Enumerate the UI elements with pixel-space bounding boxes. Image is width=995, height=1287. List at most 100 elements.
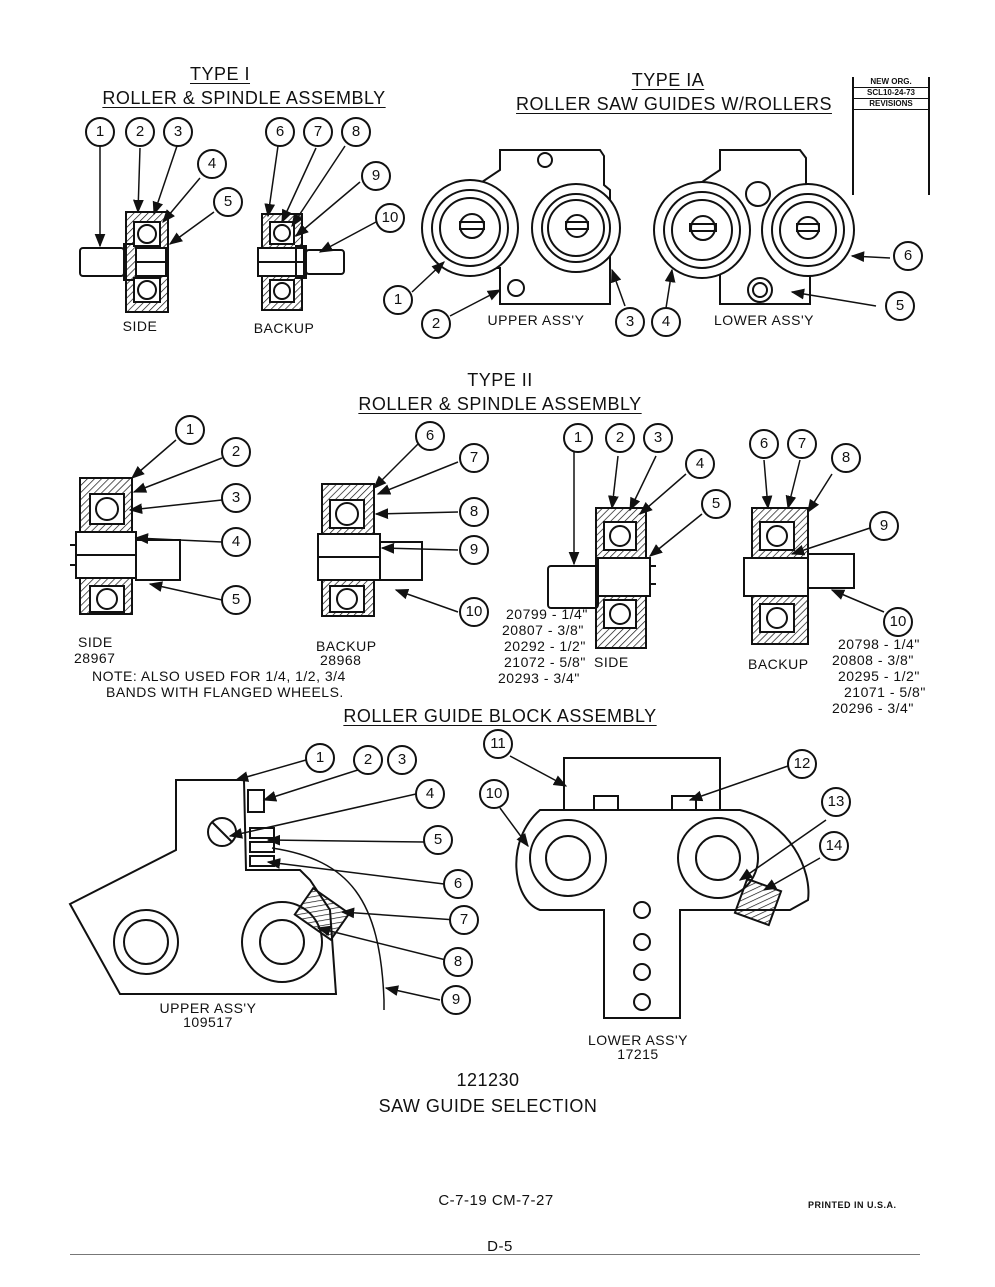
type2-backup-part: 28968 (320, 652, 362, 668)
callout-8: 8 (341, 117, 371, 147)
type1a-title: ROLLER SAW GUIDES W/ROLLERS (516, 94, 832, 114)
callout-9: 9 (441, 985, 471, 1015)
type2-side-parts-list: 20799 - 1/4" 20807 - 3/8" 20292 - 1/2" 2… (498, 606, 587, 686)
type2-backup-parts-list: 20798 - 1/4" 20808 - 3/8" 20295 - 1/2" 2… (832, 636, 925, 716)
type2-side-label: SIDE (78, 634, 113, 650)
type1a-lower-label: LOWER ASS'Y (714, 312, 814, 328)
callout-4: 4 (651, 307, 681, 337)
type1-side-label: SIDE (122, 318, 158, 334)
callout-5: 5 (885, 291, 915, 321)
type2-note-line1: NOTE: ALSO USED FOR 1/4, 1/2, 3/4 (92, 668, 346, 684)
callout-4: 4 (221, 527, 251, 557)
callout-5: 5 (701, 489, 731, 519)
callout-3: 3 (643, 423, 673, 453)
type1a-upper-assembly (421, 149, 621, 305)
callout-3: 3 (615, 307, 645, 337)
callout-10: 10 (883, 607, 913, 637)
type1a-upper-label: UPPER ASS'Y (487, 312, 585, 328)
type1-backup-assembly (257, 213, 345, 311)
type1-heading: TYPE I (189, 64, 251, 84)
callout-10: 10 (479, 779, 509, 809)
callout-7: 7 (303, 117, 333, 147)
callout-4: 4 (197, 149, 227, 179)
side-part-item: 20292 - 1/2" (504, 638, 586, 654)
revision-block: NEW ORG. SCL10-24-73 REVISIONS (852, 77, 930, 195)
backup-part-item: 20798 - 1/4" (838, 636, 920, 652)
footer-rule (70, 1254, 920, 1255)
callout-6: 6 (749, 429, 779, 459)
callout-8: 8 (831, 443, 861, 473)
block-lower-part: 17215 (617, 1046, 659, 1062)
drawing-number: 121230 (456, 1070, 520, 1090)
type2-side-assembly (70, 477, 181, 615)
revision-line-2: SCL10-24-73 (854, 88, 928, 99)
block-lower-assembly (515, 757, 810, 1019)
callout-6: 6 (893, 241, 923, 271)
drawing-title: SAW GUIDE SELECTION (378, 1096, 598, 1116)
side-part-item: 20799 - 1/4" (506, 606, 588, 622)
type2-title: ROLLER & SPINDLE ASSEMBLY (358, 394, 642, 414)
callout-2: 2 (353, 745, 383, 775)
backup-part-item: 20295 - 1/2" (838, 668, 920, 684)
revision-line-3: REVISIONS (854, 99, 928, 110)
callout-4: 4 (415, 779, 445, 809)
callout-7: 7 (787, 429, 817, 459)
block-upper-part: 109517 (183, 1014, 233, 1030)
callout-6: 6 (265, 117, 295, 147)
type2-small-backup (743, 507, 855, 645)
callout-2: 2 (221, 437, 251, 467)
printed-in-usa: PRINTED IN U.S.A. (808, 1200, 897, 1210)
callout-12: 12 (787, 749, 817, 779)
callout-3: 3 (387, 745, 417, 775)
callout-8: 8 (459, 497, 489, 527)
callout-2: 2 (125, 117, 155, 147)
type1a-heading: TYPE IA (631, 70, 705, 90)
callout-5: 5 (423, 825, 453, 855)
type2-small-side-label: SIDE (594, 654, 629, 670)
callout-2: 2 (605, 423, 635, 453)
callout-8: 8 (443, 947, 473, 977)
callout-6: 6 (415, 421, 445, 451)
callout-7: 7 (449, 905, 479, 935)
callout-1: 1 (175, 415, 205, 445)
side-part-item: 20293 - 3/4" (498, 670, 580, 686)
backup-part-item: 20296 - 3/4" (832, 700, 914, 716)
type1-title: ROLLER & SPINDLE ASSEMBLY (102, 88, 386, 108)
type1a-lower-assembly (653, 149, 855, 305)
callout-3: 3 (163, 117, 193, 147)
callout-3: 3 (221, 483, 251, 513)
callout-5: 5 (213, 187, 243, 217)
type2-heading: TYPE II (467, 370, 533, 390)
callout-7: 7 (459, 443, 489, 473)
callout-9: 9 (361, 161, 391, 191)
block-upper-assembly (68, 779, 385, 1010)
page-number: D-5 (487, 1238, 513, 1255)
type1-backup-label: BACKUP (253, 320, 315, 336)
callout-1: 1 (305, 743, 335, 773)
callout-2: 2 (421, 309, 451, 339)
type1-side-assembly (79, 211, 169, 313)
callout-11: 11 (483, 729, 513, 759)
callout-9: 9 (459, 535, 489, 565)
type2-backup-label: BACKUP (316, 638, 377, 654)
type2-side-part: 28967 (74, 650, 116, 666)
type2-small-side (547, 507, 656, 649)
type2-small-backup-label: BACKUP (748, 656, 809, 672)
callout-4: 4 (685, 449, 715, 479)
side-part-item: 20807 - 3/8" (502, 622, 584, 638)
callout-1: 1 (85, 117, 115, 147)
callout-1: 1 (563, 423, 593, 453)
callout-13: 13 (821, 787, 851, 817)
backup-part-item: 21071 - 5/8" (844, 684, 926, 700)
type2-note-line2: BANDS WITH FLANGED WHEELS. (106, 684, 344, 700)
backup-part-item: 20808 - 3/8" (832, 652, 914, 668)
callout-6: 6 (443, 869, 473, 899)
callout-14: 14 (819, 831, 849, 861)
block-heading: ROLLER GUIDE BLOCK ASSEMBLY (343, 706, 657, 726)
footer-code: C-7-19 CM-7-27 (438, 1192, 554, 1209)
block-upper-label: UPPER ASS'Y (159, 1000, 257, 1016)
callout-10: 10 (459, 597, 489, 627)
callout-9: 9 (869, 511, 899, 541)
block-lower-label: LOWER ASS'Y (588, 1032, 688, 1048)
